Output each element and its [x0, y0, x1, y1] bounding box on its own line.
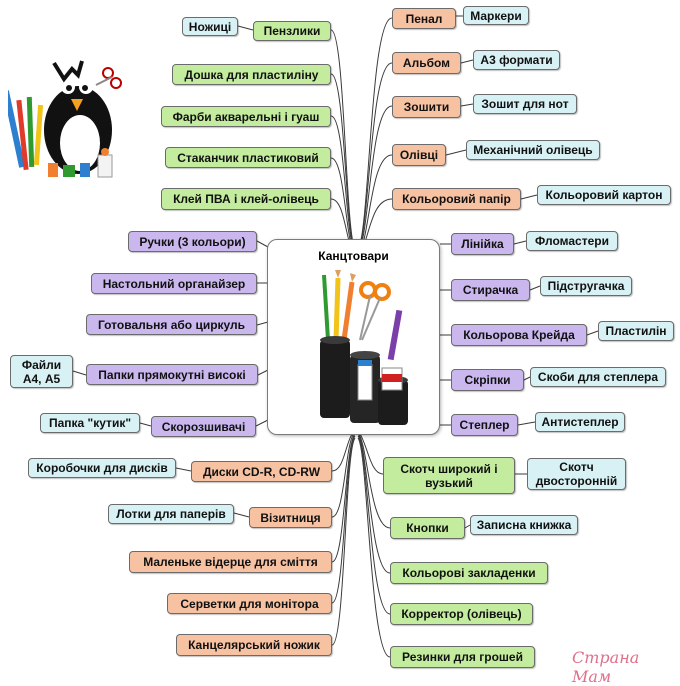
node-ruchky[interactable]: Ручки (3 кольори) [128, 231, 257, 252]
node-korobochky[interactable]: Коробочки для дисків [28, 458, 176, 478]
node-farby[interactable]: Фарби акварельні і гуаш [161, 106, 331, 127]
node-skotch[interactable]: Скотч широкий і вузький [383, 457, 515, 494]
node-orhanaizer[interactable]: Настольний органайзер [91, 273, 257, 294]
node-doshka[interactable]: Дошка для пластиліну [172, 64, 331, 85]
watermark: Страна Мам [572, 648, 640, 686]
node-zoshyty[interactable]: Зошити [392, 96, 461, 118]
node-knopky[interactable]: Кнопки [390, 517, 465, 539]
node-kreida[interactable]: Кольорова Крейда [451, 324, 587, 346]
central-topic[interactable]: Канцтовари [267, 239, 440, 435]
node-zapysna[interactable]: Записна книжка [470, 515, 578, 535]
node-flomastery[interactable]: Фломастери [526, 231, 618, 251]
node-albom[interactable]: Альбом [392, 52, 461, 74]
desk-organizer-icon [320, 270, 408, 425]
node-vizytnytsia[interactable]: Візитниця [249, 507, 332, 528]
node-a3[interactable]: А3 формати [473, 50, 560, 70]
node-lotky[interactable]: Лотки для паперів [108, 504, 234, 524]
node-zoshyt-not[interactable]: Зошит для нот [473, 94, 577, 114]
node-kolorovyi-karton[interactable]: Кольоровий картон [537, 185, 671, 205]
node-faily[interactable]: Файли А4, А5 [10, 355, 73, 388]
node-papka-kutyk[interactable]: Папка "кутик" [40, 413, 140, 433]
central-topic-title: Канцтовари [318, 249, 389, 263]
node-skoby[interactable]: Скоби для степлера [530, 367, 666, 387]
node-styrachka[interactable]: Стирачка [451, 279, 530, 301]
node-mekhanichnyi[interactable]: Механічний олівець [466, 140, 600, 160]
node-stakanchyk[interactable]: Стаканчик пластиковий [165, 147, 331, 168]
node-markery[interactable]: Маркери [463, 6, 529, 25]
node-nozhytsi[interactable]: Ножиці [182, 17, 238, 36]
node-rezynky[interactable]: Резинки для грошей [390, 646, 535, 668]
node-skoroshyvachi[interactable]: Скорозшивачі [151, 416, 256, 437]
node-olivtsi[interactable]: Олівці [392, 144, 446, 166]
node-papky[interactable]: Папки прямокутні високі [86, 364, 258, 385]
node-liniika[interactable]: Лінійка [451, 233, 514, 255]
node-faily-line2: А4, А5 [22, 371, 61, 386]
node-antystepler[interactable]: Антистеплер [535, 412, 625, 432]
node-nozhyk[interactable]: Канцелярський ножик [176, 634, 332, 656]
node-dysky[interactable]: Диски CD-R, CD-RW [191, 461, 332, 482]
node-pidstruhachka[interactable]: Підстругачка [540, 276, 632, 296]
node-faily-line1: Файли [21, 357, 62, 372]
node-plastylin[interactable]: Пластилін [598, 321, 674, 341]
node-vidertse[interactable]: Маленьке відерце для сміття [129, 551, 332, 573]
node-stepler[interactable]: Степлер [451, 414, 518, 436]
node-penal[interactable]: Пенал [392, 8, 456, 29]
node-pensliky[interactable]: Пензлики [253, 21, 331, 41]
node-hotovalnia[interactable]: Готовальня або циркуль [86, 314, 257, 335]
node-korektor[interactable]: Корректор (олівець) [390, 603, 533, 625]
node-zakladky[interactable]: Кольорові закладенки [390, 562, 548, 584]
node-klei[interactable]: Клей ПВА і клей-олівець [161, 188, 331, 210]
penguin-clipart-icon [8, 60, 122, 178]
node-kolorovyi-papir[interactable]: Кольоровий папір [392, 188, 521, 210]
node-servetky[interactable]: Серветки для монітора [167, 593, 332, 614]
node-skotch-dvo[interactable]: Скотч двосторонній [527, 458, 626, 490]
node-skripky[interactable]: Скріпки [451, 369, 524, 391]
